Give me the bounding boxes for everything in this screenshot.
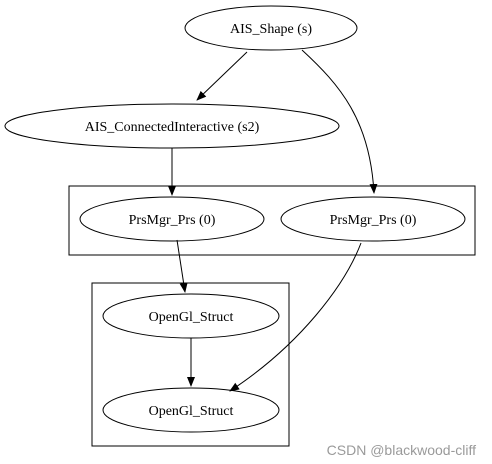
cluster-opengl (91, 282, 290, 447)
node-prs-right: PrsMgr_Prs (0) (280, 196, 466, 242)
node-ais-shape: AIS_Shape (s) (184, 5, 358, 51)
node-opengl-bottom-label: OpenGl_Struct (149, 404, 234, 419)
cluster-prsmgr (68, 185, 476, 256)
node-ais-connected-label: AIS_ConnectedInteractive (s2) (85, 120, 260, 135)
edge-shape-to-prs-right (301, 49, 378, 194)
node-opengl-top: OpenGl_Struct (102, 293, 280, 339)
edge-prs-left-to-opengl-top (176, 239, 188, 293)
node-ais-shape-label: AIS_Shape (s) (230, 22, 312, 37)
node-ais-connected: AIS_ConnectedInteractive (s2) (4, 103, 340, 149)
watermark-text: CSDN @blackwood-cliff (327, 442, 476, 458)
node-prs-left-label: PrsMgr_Prs (0) (129, 213, 216, 228)
node-opengl-bottom: OpenGl_Struct (102, 387, 280, 433)
node-prs-left: PrsMgr_Prs (0) (79, 196, 265, 242)
edge-prs-right-to-opengl-bottom (229, 242, 362, 392)
edge-shape-to-connected (196, 51, 248, 101)
node-prs-right-label: PrsMgr_Prs (0) (330, 213, 417, 228)
node-opengl-top-label: OpenGl_Struct (149, 310, 234, 325)
